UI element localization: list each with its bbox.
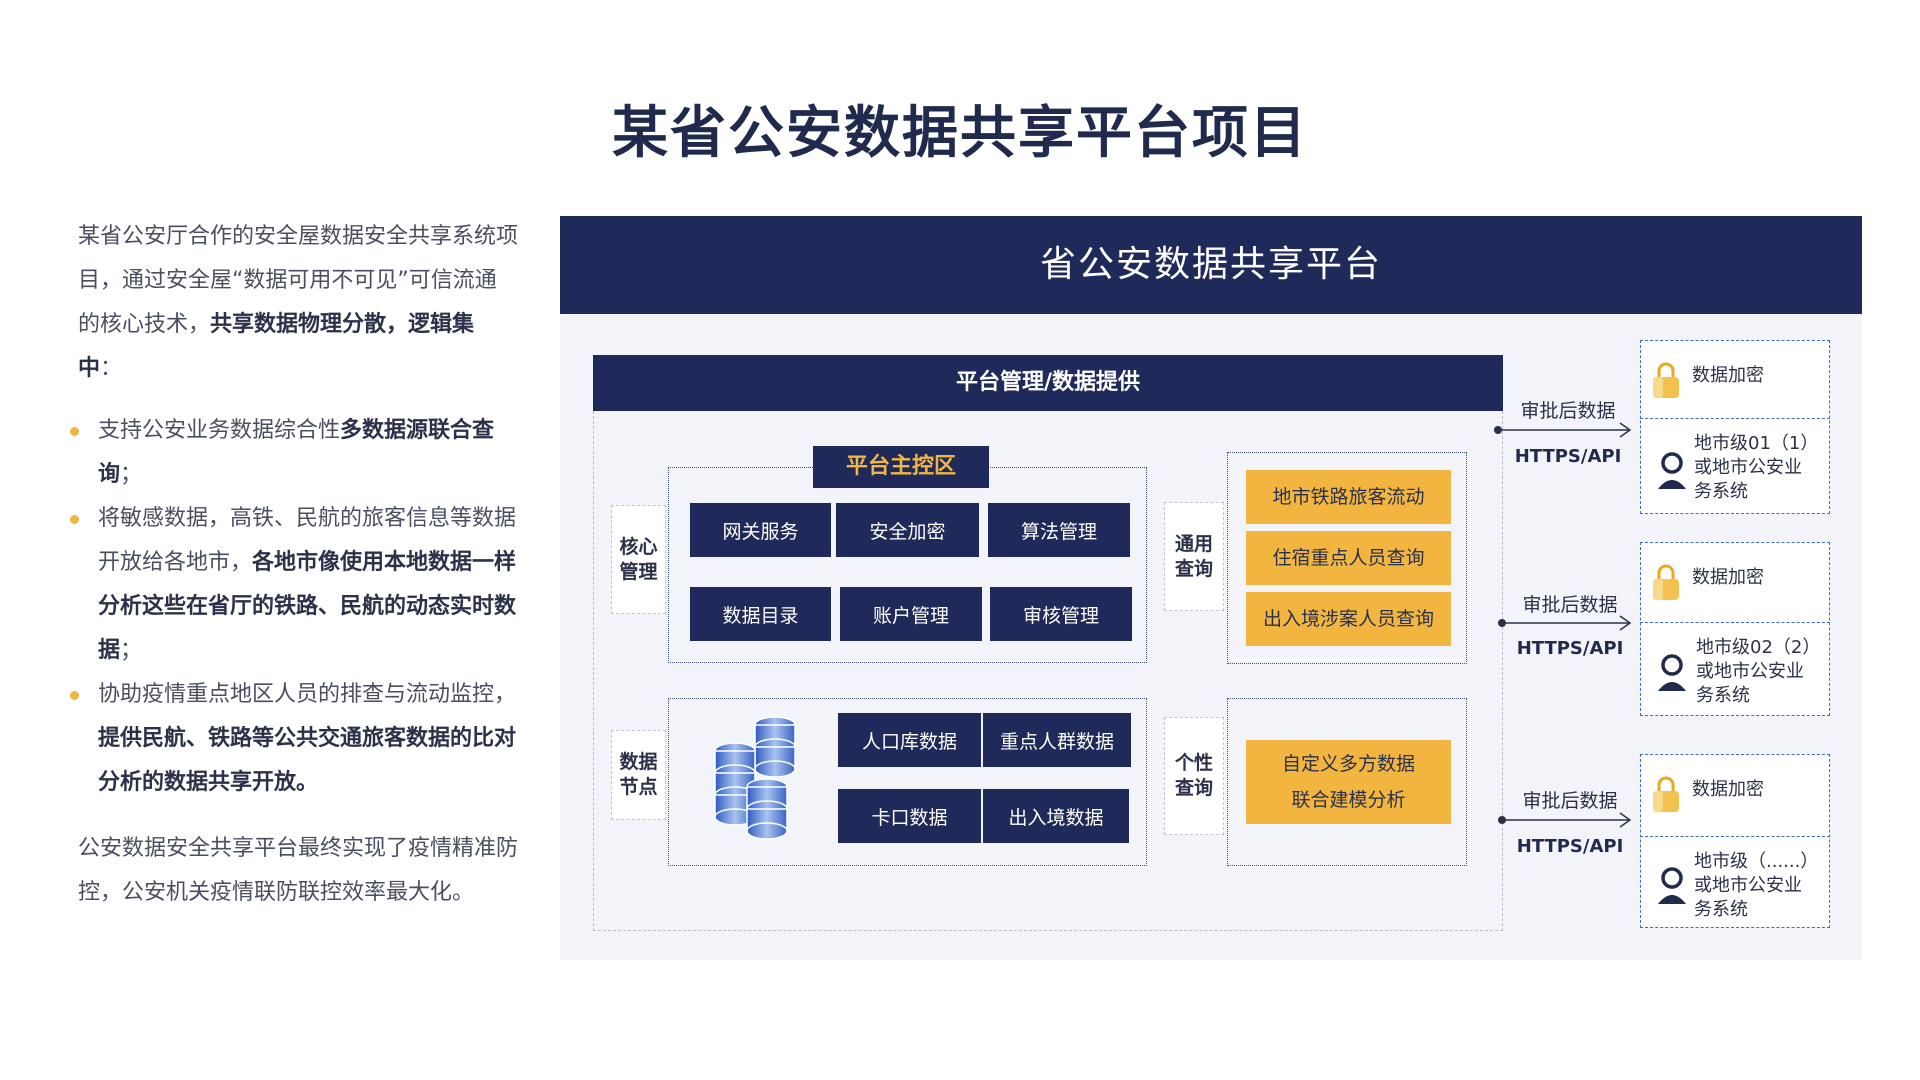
box-divider	[1640, 622, 1830, 623]
user-icon	[1658, 867, 1686, 904]
closing-paragraph: 公安数据安全共享平台最终实现了疫情精准防控，公安机关疫情联防联控效率最大化。	[78, 836, 519, 905]
flow-api: HTTPS/API	[1516, 638, 1624, 659]
service-box: 安全加密	[836, 503, 979, 557]
general-query-frame	[1227, 452, 1467, 664]
service-box: 审核管理	[990, 587, 1132, 641]
service-box: 算法管理	[988, 503, 1130, 557]
intro-bold: 共享数据物理分散，逻辑集中	[78, 312, 475, 381]
intro-end: ：	[100, 356, 123, 381]
service-box: 数据目录	[690, 587, 831, 641]
bullet-item: 将敏感数据，高铁、民航的旅客信息等数据开放给各地市，各地市像使用本地数据一样分析…	[70, 497, 518, 673]
flow-api: HTTPS/API	[1514, 446, 1622, 467]
database-icon	[714, 716, 796, 840]
bullet-item: 支持公安业务数据综合性多数据源联合查询；	[70, 409, 518, 497]
custom-query-box: 自定义多方数据 联合建模分析	[1246, 740, 1451, 824]
intro-paragraph: 某省公安厅合作的安全屋数据安全共享系统项目，通过安全屋“数据可用不可见”可信流通…	[78, 215, 518, 391]
platform-header: 省公安数据共享平台	[560, 216, 1862, 314]
service-box: 网关服务	[690, 503, 831, 557]
data-box: 重点人群数据	[983, 713, 1131, 767]
query-box: 住宿重点人员查询	[1246, 531, 1451, 585]
flow-arrows	[1494, 422, 1632, 828]
lock-icon	[1653, 362, 1679, 398]
description-column: 某省公安厅合作的安全屋数据安全共享系统项目，通过安全屋“数据可用不可见”可信流通…	[70, 215, 519, 915]
service-box: 账户管理	[840, 587, 982, 641]
user-icon	[1658, 452, 1686, 489]
intro-text: 某省公安厅合作的安全屋数据安全共享系统项目，通过安全屋“数据可用不可见”可信流通…	[78, 224, 519, 337]
flow-label: 审批后数据	[1520, 400, 1616, 422]
city-system-label: 地市级（......） 或地市公安业 务系统	[1694, 851, 1819, 920]
flow-api: HTTPS/API	[1516, 836, 1624, 857]
custom-query-label: 个性 查询	[1164, 717, 1224, 835]
bullet-list: 支持公安业务数据综合性多数据源联合查询； 将敏感数据，高铁、民航的旅客信息等数据…	[70, 409, 518, 805]
custom-query-frame	[1227, 698, 1467, 866]
query-box: 地市铁路旅客流动	[1246, 470, 1451, 524]
control-zone-tag: 平台主控区	[813, 446, 989, 488]
lock-icon	[1653, 564, 1679, 600]
data-box: 人口库数据	[838, 713, 981, 767]
page-title: 某省公安数据共享平台项目	[612, 101, 1308, 166]
core-management-label: 核心 管理	[611, 505, 666, 614]
lock-icon	[1653, 776, 1679, 812]
box-divider	[1640, 836, 1830, 837]
box-divider	[1640, 418, 1830, 419]
flow-label: 审批后数据	[1522, 594, 1618, 616]
general-query-label: 通用 查询	[1164, 502, 1224, 611]
query-box: 出入境涉案人员查询	[1246, 592, 1451, 646]
flow-label: 审批后数据	[1522, 790, 1618, 812]
encrypt-label: 数据加密	[1692, 779, 1764, 800]
data-node-frame	[668, 698, 1147, 866]
management-bar: 平台管理/数据提供	[593, 355, 1503, 411]
encrypt-label: 数据加密	[1692, 365, 1764, 386]
city-system-label: 地市级01（1） 或地市公安业 务系统	[1694, 433, 1819, 502]
encrypt-label: 数据加密	[1692, 567, 1764, 588]
data-box: 卡口数据	[838, 789, 981, 843]
city-system-label: 地市级02（2） 或地市公安业 务系统	[1696, 637, 1821, 706]
data-box: 出入境数据	[983, 789, 1129, 843]
user-icon	[1658, 654, 1686, 691]
platform-outline	[593, 411, 1503, 931]
bullet-item: 协助疫情重点地区人员的排查与流动监控，提供民航、铁路等公共交通旅客数据的比对分析…	[70, 673, 518, 805]
data-node-label: 数据 节点	[611, 730, 666, 820]
